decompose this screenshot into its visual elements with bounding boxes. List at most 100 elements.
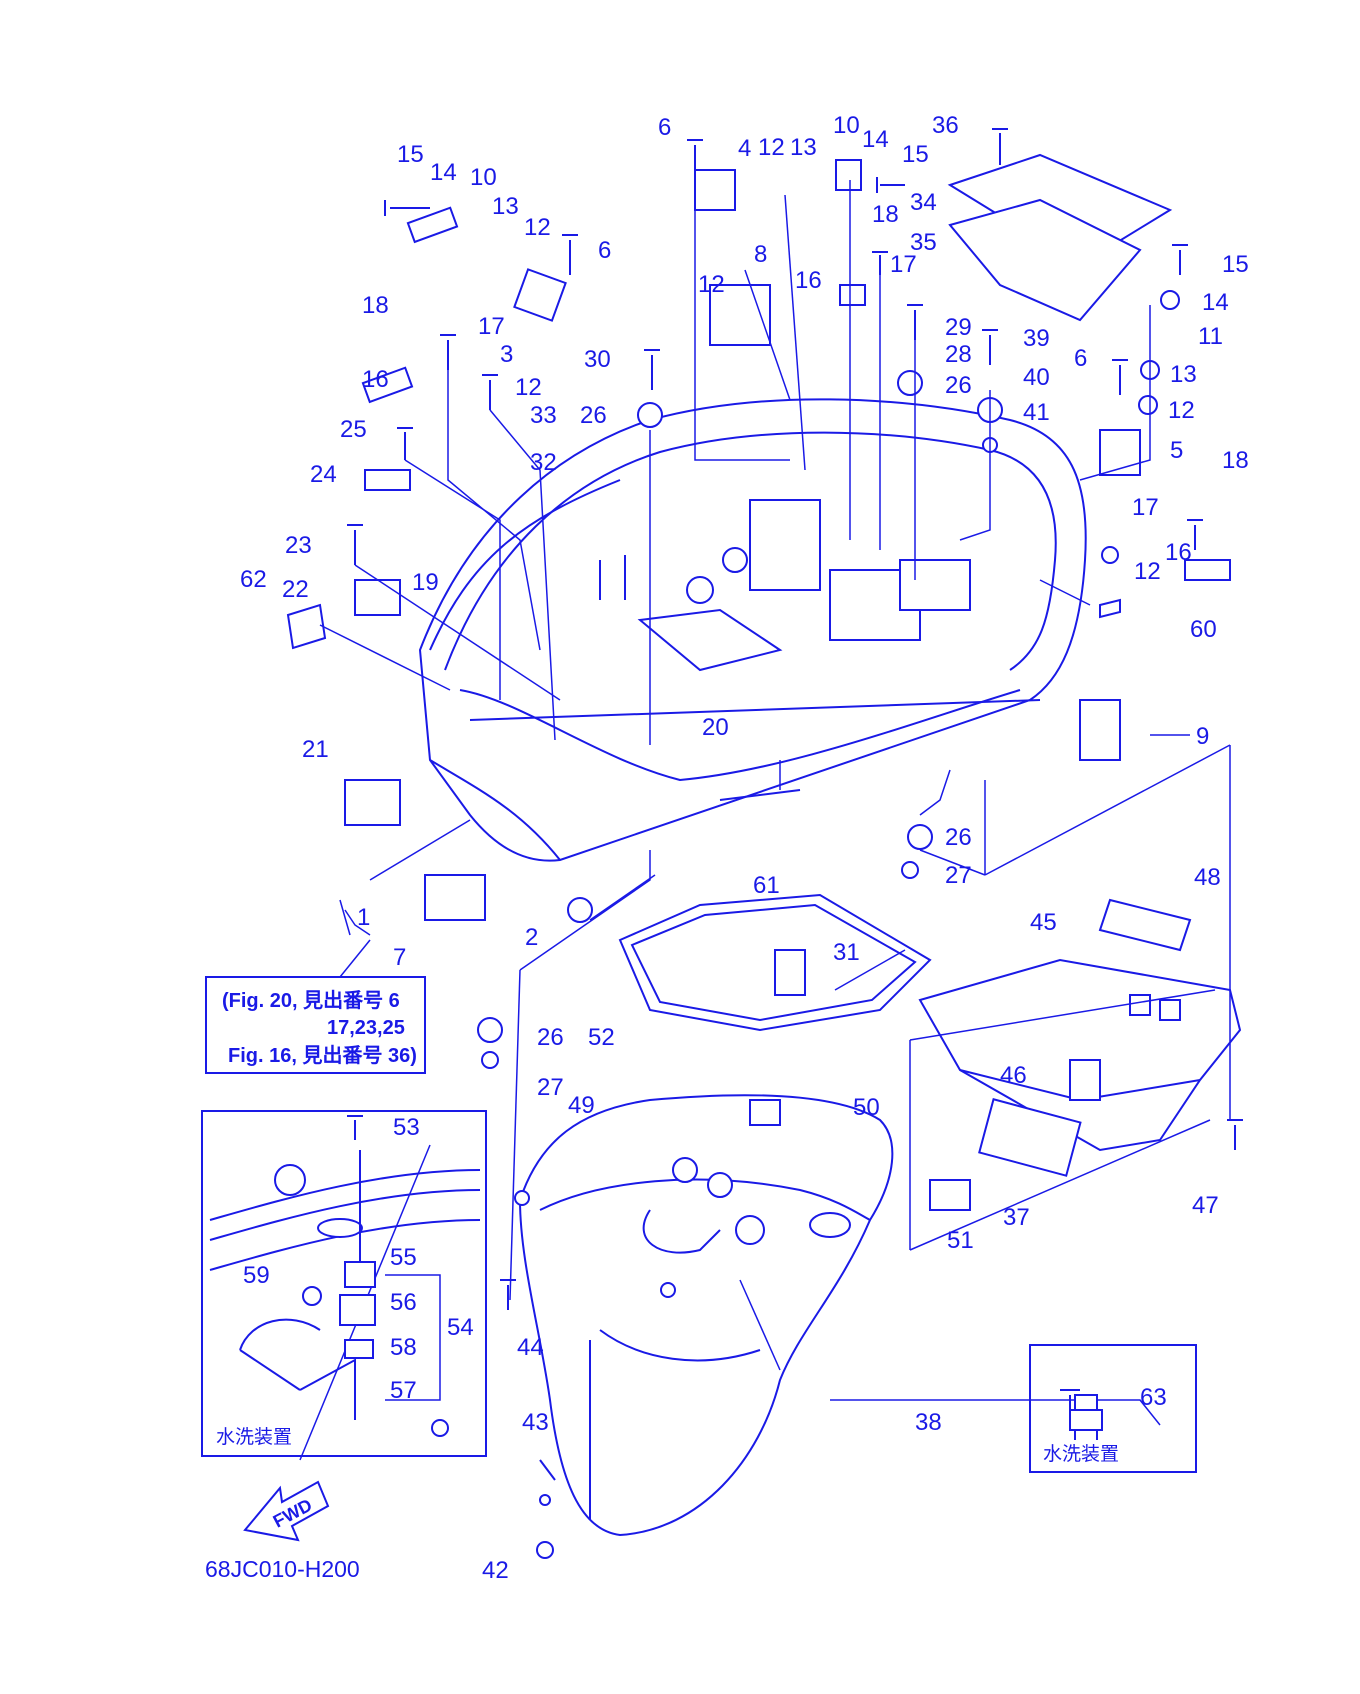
- callout-49: 49: [568, 1092, 595, 1119]
- callout-43: 43: [522, 1409, 549, 1436]
- callout-15c: 15: [1222, 251, 1249, 278]
- callout-13b: 13: [790, 134, 817, 161]
- callout-14c: 14: [1202, 289, 1229, 316]
- callout-26c: 26: [945, 824, 972, 851]
- callout-51: 51: [947, 1227, 974, 1254]
- leader-lines: [299, 180, 1231, 1461]
- callout-7: 7: [393, 944, 406, 971]
- callout-18c: 18: [1222, 447, 1249, 474]
- callout-2: 2: [525, 924, 538, 951]
- bracket-37: [978, 1098, 1082, 1177]
- callout-33: 33: [530, 402, 557, 429]
- callout-47: 47: [1192, 1192, 1219, 1219]
- callout-62: 62: [240, 566, 267, 593]
- bottom-cowling: [514, 1094, 894, 1537]
- callout-31: 31: [833, 939, 860, 966]
- callout-14a: 14: [430, 159, 457, 186]
- bolts: [347, 128, 1243, 1481]
- callout-14b: 14: [862, 126, 889, 153]
- reference-note-box: (Fig. 20, 見出番号 6 17,23,25 Fig. 16, 見出番号 …: [205, 939, 426, 1074]
- callout-52: 52: [588, 1024, 615, 1051]
- callout-6c: 6: [1074, 345, 1087, 372]
- callout-16a: 16: [362, 366, 389, 393]
- callout-60: 60: [1190, 616, 1217, 643]
- reference-note-line1: (Fig. 20, 見出番号 6: [222, 989, 400, 1012]
- reference-note-line2: 17,23,25: [327, 1017, 405, 1039]
- callout-24: 24: [310, 461, 337, 488]
- callout-22: 22: [282, 576, 309, 603]
- callout-20: 20: [702, 714, 729, 741]
- callout-19: 19: [412, 569, 439, 596]
- callout-17a: 17: [478, 313, 505, 340]
- callout-38: 38: [915, 1409, 942, 1436]
- callout-12a: 12: [524, 214, 551, 241]
- callout-57: 57: [390, 1377, 417, 1404]
- bracket-45: [918, 958, 1242, 1152]
- callout-17b: 17: [890, 251, 917, 278]
- top-cowling: [418, 398, 1087, 862]
- callout-15b: 15: [902, 141, 929, 168]
- callout-63: 63: [1140, 1384, 1167, 1411]
- callout-23: 23: [285, 532, 312, 559]
- plate-34-35: [947, 153, 1173, 322]
- callout-12b: 12: [515, 374, 542, 401]
- callout-8: 8: [754, 241, 767, 268]
- callout-15a: 15: [397, 141, 424, 168]
- callout-26b: 26: [945, 372, 972, 399]
- callout-29: 29: [945, 314, 972, 341]
- callout-54: 54: [447, 1314, 474, 1341]
- callout-6b: 6: [598, 237, 611, 264]
- wash-device-label-left: 水洗装置: [216, 1426, 292, 1448]
- callout-26a: 26: [580, 402, 607, 429]
- callout-1: 1: [357, 904, 370, 931]
- callout-42: 42: [482, 1557, 509, 1584]
- callout-28: 28: [945, 341, 972, 368]
- callout-6a: 6: [658, 114, 671, 141]
- callout-39: 39: [1023, 325, 1050, 352]
- callout-26d: 26: [537, 1024, 564, 1051]
- callout-3: 3: [500, 341, 513, 368]
- callout-12d: 12: [758, 134, 785, 161]
- callout-12c: 12: [698, 271, 725, 298]
- callout-18a: 18: [362, 292, 389, 319]
- callout-5: 5: [1170, 437, 1183, 464]
- callout-16b: 16: [795, 267, 822, 294]
- callout-numbers: 1 2 3 4 5 6 6 6 7 8 9 10 10 11 12 12 12 …: [240, 112, 1249, 1584]
- plate-48: [1098, 898, 1192, 952]
- callout-37: 37: [1003, 1204, 1030, 1231]
- gasket-52: [618, 893, 932, 1032]
- callout-61: 61: [753, 872, 780, 899]
- callout-18b: 18: [872, 201, 899, 228]
- callout-32: 32: [530, 449, 557, 476]
- callout-13c: 13: [1170, 361, 1197, 388]
- callout-59: 59: [243, 1262, 270, 1289]
- wash-device-inset-left: 水洗装置: [201, 1110, 487, 1457]
- callout-12f: 12: [1134, 558, 1161, 585]
- callout-10a: 10: [470, 164, 497, 191]
- callout-56: 56: [390, 1289, 417, 1316]
- callout-10b: 10: [833, 112, 860, 139]
- callout-21: 21: [302, 736, 329, 763]
- callout-40: 40: [1023, 364, 1050, 391]
- callout-11: 11: [1198, 323, 1223, 350]
- callout-48: 48: [1194, 864, 1221, 891]
- callout-41: 41: [1023, 399, 1050, 426]
- diagram-code: 68JC010-H200: [205, 1556, 360, 1582]
- seal-19: [429, 479, 621, 651]
- callout-46: 46: [1000, 1062, 1027, 1089]
- callout-27a: 27: [945, 862, 972, 889]
- callout-4: 4: [738, 135, 751, 162]
- callout-35: 35: [910, 229, 937, 256]
- fwd-arrow-icon: FWD: [243, 1480, 330, 1542]
- callout-44: 44: [517, 1334, 544, 1361]
- callout-55: 55: [390, 1244, 417, 1271]
- callout-25: 25: [340, 416, 367, 443]
- callout-13a: 13: [492, 193, 519, 220]
- callout-9: 9: [1196, 723, 1209, 750]
- callout-12e: 12: [1168, 397, 1195, 424]
- callout-58: 58: [390, 1334, 417, 1361]
- callout-27b: 27: [537, 1074, 564, 1101]
- wash-device-label-right: 水洗装置: [1043, 1443, 1119, 1465]
- callout-17c: 17: [1132, 494, 1159, 521]
